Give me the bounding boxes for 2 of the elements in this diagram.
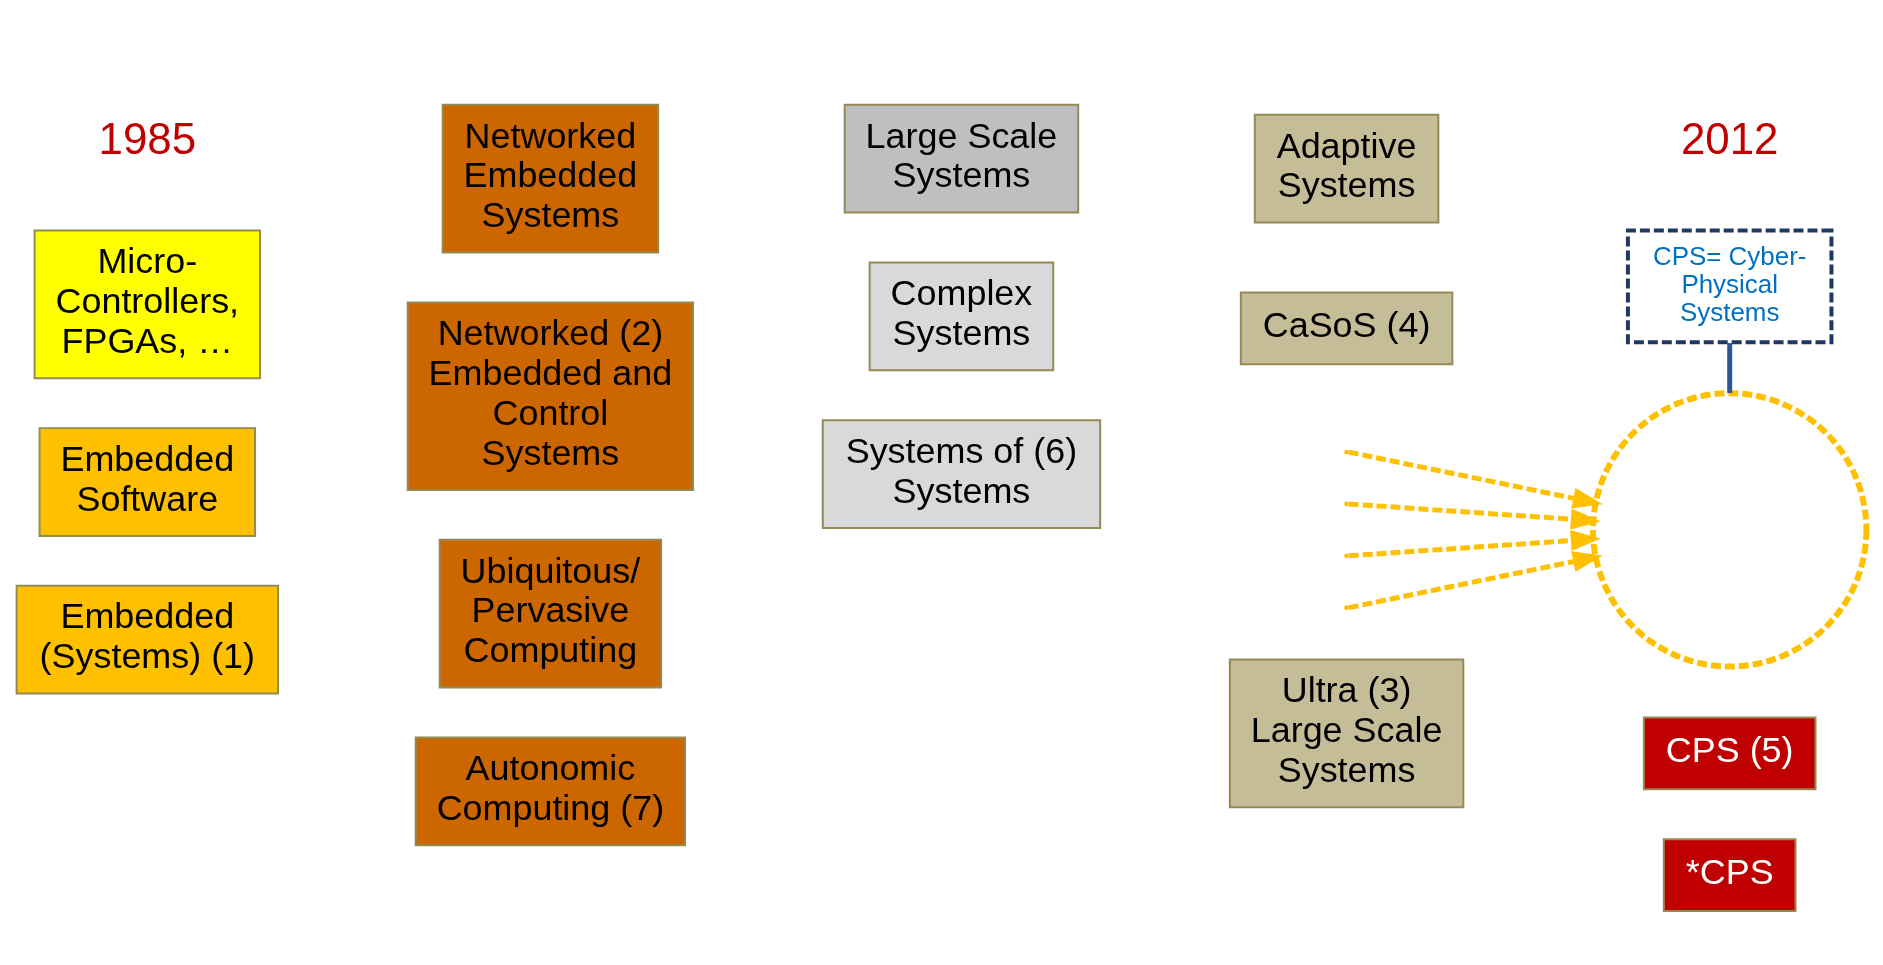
label: 1985: [98, 113, 197, 163]
label: 2012: [1680, 113, 1779, 163]
